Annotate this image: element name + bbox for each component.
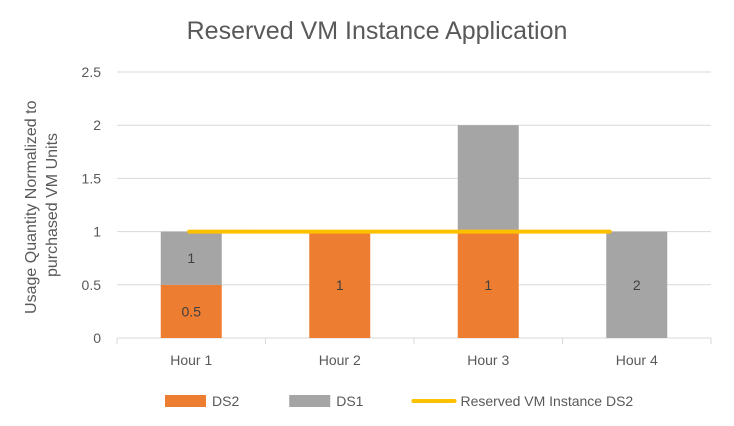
chart-title: Reserved VM Instance Application xyxy=(187,17,568,45)
data-labels: 0.5 1 1 1 2 xyxy=(182,250,641,319)
y-tick-label: 2.5 xyxy=(82,64,102,80)
data-label: 1 xyxy=(484,277,492,293)
data-label: 1 xyxy=(187,250,195,266)
legend-label: Reserved VM Instance DS2 xyxy=(460,393,633,409)
bar-ds2 xyxy=(160,284,222,338)
x-tick-label: Hour 3 xyxy=(467,352,509,368)
legend-swatch xyxy=(165,395,206,407)
legend-swatch xyxy=(289,395,331,407)
bar-ds1 xyxy=(457,125,519,232)
y-tick-label: 2 xyxy=(93,117,101,133)
x-tick-label: Hour 1 xyxy=(170,352,212,368)
bar-ds1 xyxy=(160,231,222,285)
bar-ds1 xyxy=(606,231,668,338)
bar-ds2 xyxy=(457,231,519,338)
bars xyxy=(160,125,668,338)
data-label: 1 xyxy=(336,277,344,293)
x-axis-ticks: Hour 1 Hour 2 Hour 3 Hour 4 xyxy=(116,338,712,368)
x-tick-label: Hour 2 xyxy=(319,352,361,368)
y-axis-ticks: 0 0.5 1 1.5 2 2.5 xyxy=(82,64,102,346)
y-tick-label: 1.5 xyxy=(82,170,102,186)
y-tick-label: 0.5 xyxy=(82,277,102,293)
bar-ds2 xyxy=(309,231,371,338)
y-tick-label: 0 xyxy=(93,330,101,346)
y-axis-title-line-2: purchased VM Units xyxy=(44,133,61,277)
y-axis-title-line-1: Usage Quantity Normalized to xyxy=(23,100,40,314)
data-label: 2 xyxy=(633,277,641,293)
legend-label: DS2 xyxy=(212,393,239,409)
data-label: 0.5 xyxy=(182,303,202,319)
legend-label: DS1 xyxy=(336,393,363,409)
y-tick-label: 1 xyxy=(93,224,101,240)
x-tick-label: Hour 4 xyxy=(616,352,658,368)
legend: DS2 DS1 Reserved VM Instance DS2 xyxy=(165,393,633,409)
y-axis-title: Usage Quantity Normalized to purchased V… xyxy=(23,96,61,314)
